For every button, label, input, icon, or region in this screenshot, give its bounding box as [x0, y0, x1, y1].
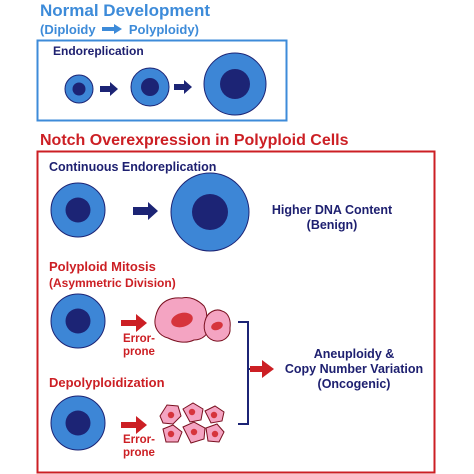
error-prone-label: Error- prone — [123, 333, 155, 359]
outcome-line3: (Oncogenic) — [317, 377, 391, 391]
arrow-icon — [100, 82, 118, 96]
mitosis-cell-icon — [50, 293, 106, 349]
normal-development-subtitle: (Diploidy Polyploidy) — [40, 22, 199, 37]
notch-box — [36, 150, 436, 474]
arrow-icon — [174, 80, 192, 94]
continuous-arrow-icon — [133, 202, 158, 220]
error-prone-label-2: Error- prone — [123, 434, 155, 460]
error-prone-line2: prone — [123, 346, 155, 358]
outcome-arrow-icon — [250, 360, 274, 378]
endoreplication-box — [36, 39, 288, 122]
subtitle-right: Polyploidy) — [128, 22, 199, 37]
medium-cell-icon — [130, 67, 170, 107]
mitosis-daughter-large-icon — [154, 297, 209, 343]
outcome-bracket — [238, 321, 254, 425]
depoly-fragment-cells-icon — [159, 402, 225, 444]
error-prone-2-line1: Error- — [123, 434, 155, 446]
continuous-endoreplication-label: Continuous Endoreplication — [49, 160, 217, 174]
mitosis-line2: (Asymmetric Division) — [49, 276, 176, 290]
outcome-label: Aneuploidy & Copy Number Variation (Onco… — [276, 347, 432, 392]
large-cell-icon — [203, 52, 267, 116]
continuous-small-cell-icon — [50, 182, 106, 238]
normal-development-title: Normal Development — [40, 1, 211, 20]
mitosis-arrow-icon — [121, 314, 147, 332]
outcome-line2: Copy Number Variation — [284, 362, 424, 376]
error-prone-2-line2: prone — [123, 447, 155, 459]
small-cell-icon — [64, 74, 94, 104]
mitosis-daughter-small-icon — [203, 309, 231, 342]
higher-dna-line1: Higher DNA Content — [271, 203, 393, 217]
higher-dna-line2: (Benign) — [306, 218, 358, 232]
depoly-arrow-icon — [121, 416, 147, 434]
polyploid-mitosis-label: Polyploid Mitosis (Asymmetric Division) — [49, 259, 176, 291]
notch-title: Notch Overexpression in Polyploid Cells — [40, 132, 349, 149]
subtitle-arrow-icon — [102, 22, 123, 34]
endoreplication-label: Endoreplication — [53, 44, 144, 58]
depoly-cell-icon — [50, 395, 106, 451]
outcome-line1: Aneuploidy & — [313, 347, 395, 361]
mitosis-line1: Polyploid Mitosis — [49, 259, 156, 274]
error-prone-line1: Error- — [123, 333, 155, 345]
depolyploidization-label: Depolyploidization — [49, 375, 165, 390]
continuous-large-cell-icon — [170, 172, 250, 252]
subtitle-left: (Diploidy — [40, 22, 96, 37]
higher-dna-label: Higher DNA Content (Benign) — [262, 203, 402, 233]
